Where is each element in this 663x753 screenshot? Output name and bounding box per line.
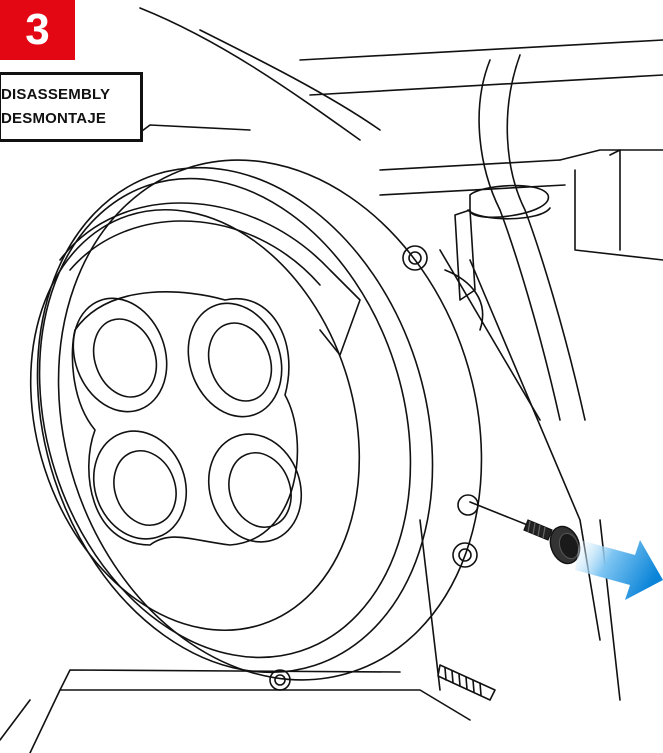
cable [478, 59, 561, 421]
led-pod-top-left [72, 297, 168, 413]
adjuster-knob [437, 664, 496, 701]
bottom-trim-3 [0, 699, 31, 741]
led-pod-top-right [187, 302, 283, 418]
bottom-bolt-inner [274, 674, 286, 686]
step-title-spanish: DESMONTAJE [1, 110, 107, 127]
frame-right-box-2 [609, 149, 621, 251]
bottom-trim-2 [59, 669, 401, 691]
lens-outer [29, 208, 361, 632]
step-title-box: DISASSEMBLY DESMONTAJE [0, 72, 143, 142]
led-pod-bottom-right [207, 433, 303, 543]
led-pod-top-right-inner [207, 322, 273, 402]
frame-upper-bar [299, 39, 663, 61]
adjuster-knob-ridges [444, 667, 482, 696]
frame-right-box [574, 169, 663, 261]
cable-2 [506, 54, 586, 421]
housing-back [57, 159, 483, 681]
led-pod-bottom-left [92, 430, 188, 540]
screw-bolt [523, 519, 581, 565]
support-right [469, 259, 601, 641]
bracket-tab [454, 209, 476, 301]
frame-right-pillar [559, 149, 663, 161]
housing-bolt-top-inner [408, 251, 422, 265]
frame-mid-bar [379, 159, 561, 171]
led-pod-bottom-left-inner [113, 450, 177, 526]
step-title-english: DISASSEMBLY [1, 86, 111, 103]
lens-visor [59, 202, 361, 356]
frame-top-line-2 [199, 29, 381, 131]
step-number-badge: 3 [0, 0, 75, 60]
cable-grommet [469, 184, 549, 219]
frame-upper-bar-2 [309, 74, 663, 96]
frame-top-line [139, 7, 361, 141]
removal-guide-line [469, 501, 536, 529]
lens-visor-2 [69, 220, 321, 286]
bracket-tab-2 [444, 269, 484, 331]
housing-bolt-lower-inner [458, 548, 472, 562]
housing-rim [36, 166, 434, 674]
housing-bolt-lower [452, 542, 478, 568]
lower-leg [419, 519, 441, 691]
housing-screw-hole [457, 494, 479, 516]
led-pod-top-left-inner [92, 318, 158, 398]
support-right-2 [439, 249, 541, 421]
housing-bolt-top [402, 245, 428, 271]
bottom-trim [29, 689, 471, 753]
support-left [129, 124, 251, 141]
led-pod-bottom-right-inner [228, 452, 292, 528]
removal-arrow-icon [575, 540, 663, 600]
led-cluster-outline [71, 291, 299, 546]
housing-rim-inner [38, 177, 412, 659]
cable-grommet-ring [467, 207, 551, 220]
